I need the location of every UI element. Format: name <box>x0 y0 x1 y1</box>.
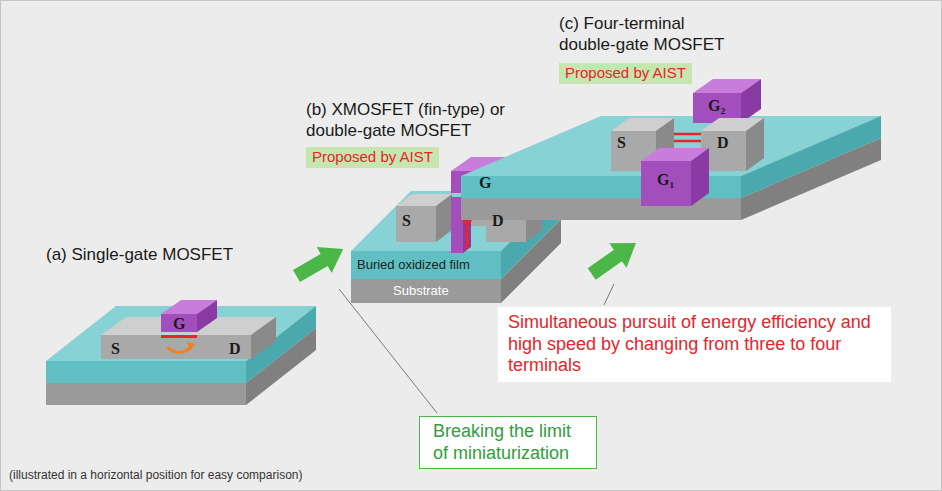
terminal-label: S <box>111 341 120 357</box>
terminal-label: G <box>479 175 491 191</box>
layer-label: Substrate <box>393 284 449 298</box>
terminal-label: D <box>229 341 241 357</box>
current-arc <box>167 347 191 353</box>
terminal-label: G <box>173 316 185 332</box>
benefit-note: Breaking the limit of miniaturization <box>419 416 597 469</box>
terminal-label: S <box>617 135 626 151</box>
benefit-note: Simultaneous pursuit of energy efficienc… <box>498 307 891 382</box>
device-title: (b) XMOSFET (fin-type) or double-gate MO… <box>306 99 506 142</box>
device-title: (c) Four-terminal double-gate MOSFET <box>559 13 734 56</box>
box-text: Proposed by AIST <box>312 148 433 167</box>
terminal-label: G₁ <box>657 172 674 188</box>
source-b <box>396 194 452 242</box>
leader-line <box>339 289 437 413</box>
proposal-badge: Proposed by AIST <box>559 63 692 84</box>
terminal-label: S <box>402 213 411 229</box>
drain-c <box>701 118 764 171</box>
progress-arrow <box>289 236 351 289</box>
terminal-label: G₂ <box>708 98 725 114</box>
box-text: Simultaneous pursuit of energy efficienc… <box>508 312 881 377</box>
box-text: Breaking the limit of miniaturization <box>433 421 583 464</box>
gate-a <box>161 300 217 332</box>
box-text: Proposed by AIST <box>565 64 686 83</box>
wafer-a <box>46 306 316 405</box>
proposal-badge: Proposed by AIST <box>306 147 439 168</box>
channel-c <box>674 134 701 141</box>
gate2-c <box>693 79 761 123</box>
gate1-c <box>641 148 709 206</box>
terminal-label: D <box>492 213 504 229</box>
channel-b <box>461 216 473 249</box>
current-arrowhead <box>187 342 195 351</box>
caption-note: (illustrated in a horizontal position fo… <box>9 468 302 482</box>
layer-label: Buried oxidized film <box>357 258 470 272</box>
wafer-c <box>461 116 881 220</box>
device-title: (a) Single-gate MOSFET <box>46 244 233 265</box>
leader-line <box>604 284 614 305</box>
terminal-label: D <box>717 135 729 151</box>
progress-arrow <box>583 231 644 287</box>
